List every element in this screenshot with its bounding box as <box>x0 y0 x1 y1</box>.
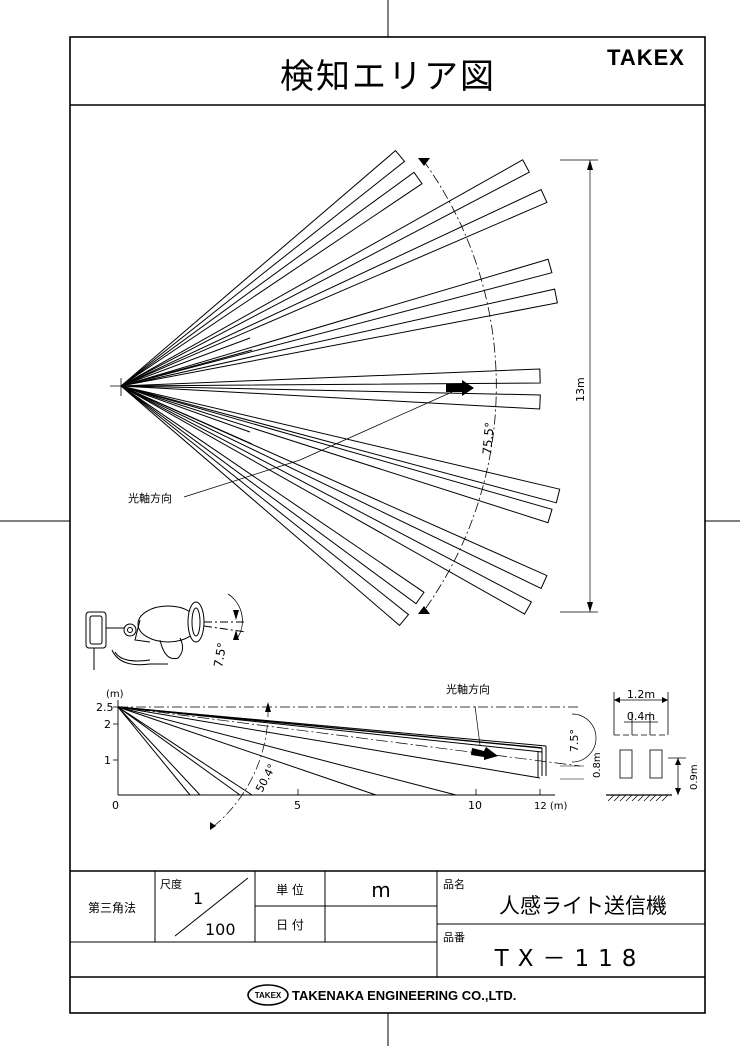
brand-logo: TAKEX <box>607 45 685 70</box>
optical-axis-arrow <box>446 380 474 396</box>
top-view: 75.5° 13m 光軸方向 <box>110 149 598 627</box>
top-view-beam <box>120 288 558 387</box>
top-view-beam <box>120 368 541 387</box>
top-view-inner-zone <box>120 385 251 433</box>
top-view-beam <box>120 159 530 387</box>
top-view-beam <box>120 385 548 590</box>
product-name: 人感ライト送信機 <box>499 894 667 918</box>
projection-method: 第三角法 <box>88 901 136 915</box>
target-right <box>649 749 663 779</box>
x-tick-label: 5 <box>294 799 301 812</box>
scale-numerator: 1 <box>193 889 203 908</box>
y-tick-label: 2 <box>104 718 111 731</box>
top-view-beam <box>120 188 548 387</box>
target-height-label: 0.9m <box>689 764 700 790</box>
top-view-beam <box>120 385 410 627</box>
angle-label: 75.5° <box>480 421 497 455</box>
product-number: TX－118 <box>494 946 646 972</box>
sensor-tilt-label: 7.5° <box>211 641 229 668</box>
top-view-beam <box>120 385 541 410</box>
top-view-inner-zone <box>120 337 251 387</box>
top-view-beam <box>120 385 553 524</box>
y-tick-label: 2.5 <box>96 701 114 714</box>
top-view-inner-zone <box>120 385 253 445</box>
target-left <box>619 749 633 779</box>
angle-arc <box>422 159 497 613</box>
product-name-label: 品名 <box>443 877 465 891</box>
top-view-beam <box>120 385 561 504</box>
target-width-label: 1.2m <box>627 688 655 701</box>
company-name: TAKENAKA ENGINEERING CO.,LTD. <box>292 988 516 1003</box>
side-view: (m) 2.5 2 1 0 5 10 12 (m) <box>96 682 603 830</box>
side-optical-axis-label: 光軸方向 <box>446 682 490 696</box>
unit-field-label: 単 位 <box>276 882 304 897</box>
sensor-sketch <box>85 593 247 670</box>
company-logo: TAKEX <box>255 991 282 1000</box>
top-view-beams <box>120 149 561 627</box>
mounting-box <box>85 611 107 649</box>
product-number-label: 品番 <box>443 931 465 944</box>
date-field-label: 日 付 <box>276 918 304 932</box>
origin-label: 0 <box>112 799 119 812</box>
top-view-beam <box>120 385 425 605</box>
target-gap-label: 0.4m <box>627 710 655 723</box>
unit-field-value: m <box>371 878 390 902</box>
page-title: 検知エリア図 <box>280 57 496 97</box>
side-optical-axis-arrow <box>471 747 498 760</box>
title-block <box>70 870 705 978</box>
ground-hatch <box>607 794 669 802</box>
x-tick-label: 12 (m) <box>534 801 568 812</box>
optical-axis-label: 光軸方向 <box>128 491 172 505</box>
company-logo-badge <box>247 984 289 1006</box>
top-view-inner-zone <box>120 349 253 387</box>
top-view-beam <box>120 171 423 387</box>
top-view-beam <box>120 149 406 387</box>
target-figure <box>606 692 686 802</box>
top-view-beam <box>120 385 533 615</box>
y-tick-label: 1 <box>104 754 111 767</box>
scale-denominator: 100 <box>205 920 236 939</box>
side-tilt-label: 7.5° <box>568 729 581 752</box>
scale-label: 尺度 <box>160 877 182 891</box>
side-view-beams <box>117 706 547 796</box>
top-view-beam <box>120 258 553 387</box>
unit-label: (m) <box>106 689 124 700</box>
x-tick-label: 10 <box>468 799 482 812</box>
drawing-frame <box>69 36 706 1014</box>
dimension-label: 13m <box>574 377 587 402</box>
side-height-label: 0.8m <box>592 752 603 778</box>
